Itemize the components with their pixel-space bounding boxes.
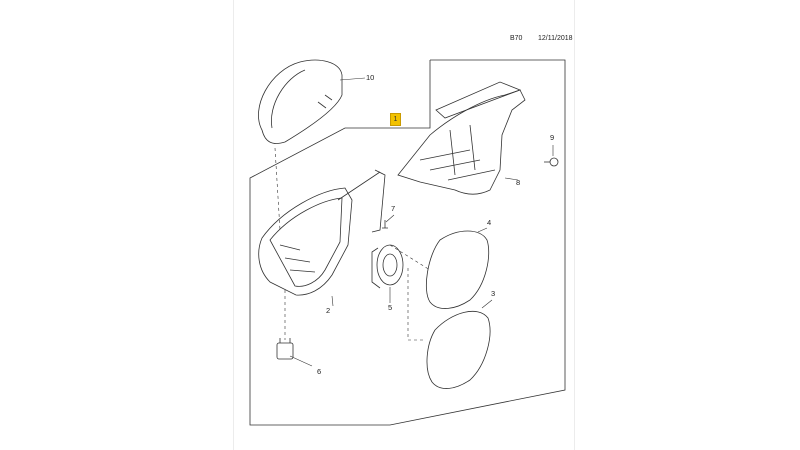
bolt-part-9	[549, 157, 559, 167]
callout-5[interactable]: 5	[388, 303, 393, 312]
mirror-glass-part-4	[425, 230, 490, 309]
mirror-base-part-8	[397, 89, 526, 195]
assembly-frame	[249, 59, 566, 426]
motor-part-5	[376, 244, 404, 286]
parts-sheet	[233, 0, 575, 450]
callout-2[interactable]: 2	[326, 306, 331, 315]
callout-3[interactable]: 3	[491, 289, 496, 298]
callout-8[interactable]: 8	[516, 178, 521, 187]
assembly-marker[interactable]: 1	[390, 113, 401, 126]
connector-part-6	[276, 342, 294, 360]
mirror-housing-part-2	[258, 187, 353, 296]
mirror-glass-part-3	[426, 310, 491, 389]
callout-9[interactable]: 9	[550, 133, 555, 142]
callout-10[interactable]: 10	[366, 73, 375, 82]
diagram-code: B70	[510, 35, 523, 42]
callout-7[interactable]: 7	[391, 204, 396, 213]
diagram-date: 12/11/2018	[538, 35, 573, 42]
callout-4[interactable]: 4	[487, 218, 492, 227]
callout-6[interactable]: 6	[317, 367, 322, 376]
mirror-cover-part-10	[258, 59, 343, 144]
screw-part-7	[382, 220, 388, 229]
